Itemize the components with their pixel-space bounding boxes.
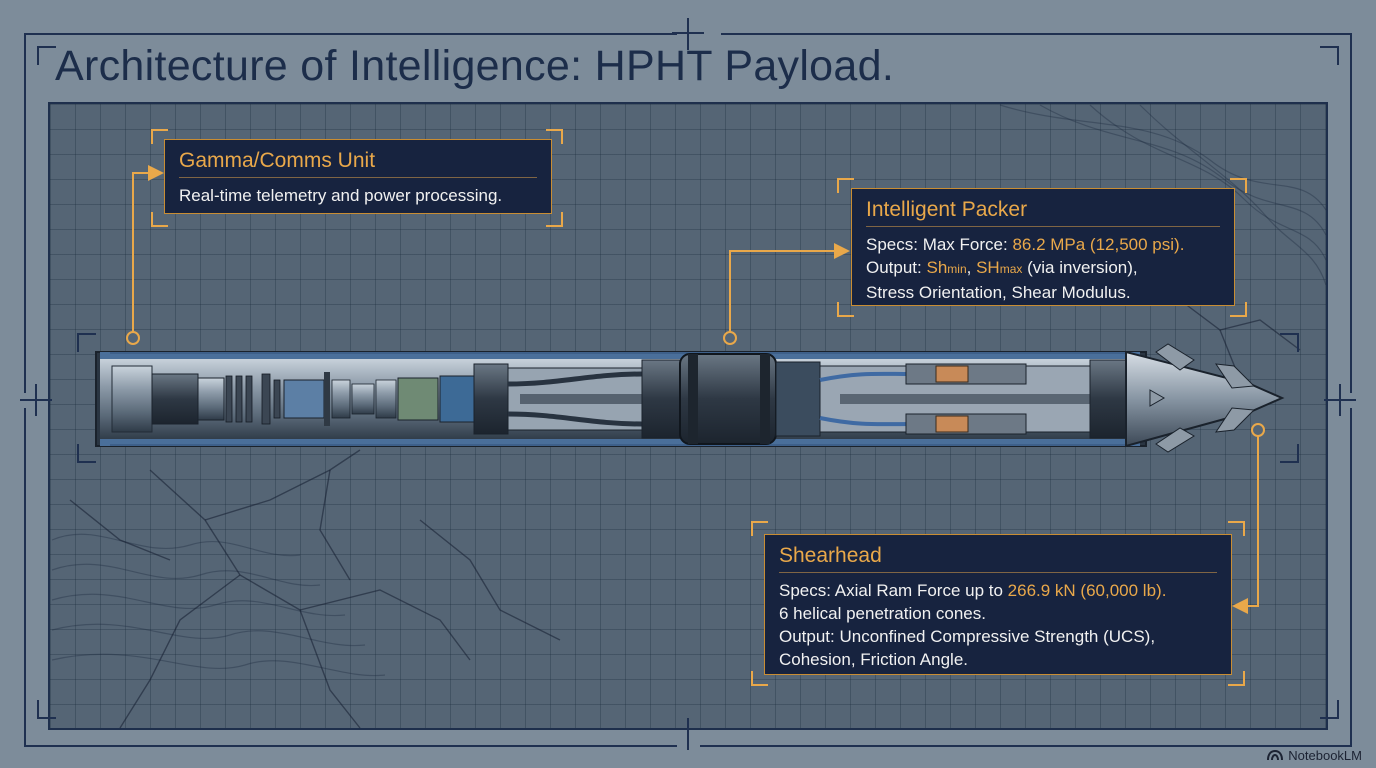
packer-output-label: Output: — [866, 258, 927, 277]
shearhead-divider — [779, 572, 1217, 573]
frame-corner-brackets — [37, 46, 1339, 719]
crosshair-marks — [20, 18, 1356, 750]
sh-max-label: SHmax — [976, 258, 1022, 277]
sh-max-symbol: SH — [976, 258, 1000, 277]
shearhead-specs-label: Specs: Axial Ram Force up to — [779, 581, 1008, 600]
packer-specs-line: Specs: Max Force: 86.2 MPa (12,500 psi). — [866, 233, 1220, 256]
anchor-points — [126, 331, 1265, 437]
shearhead-specs-line: Specs: Axial Ram Force up to 266.9 kN (6… — [779, 579, 1217, 602]
shearhead-ram-force-value: 266.9 kN (60,000 lb). — [1007, 581, 1167, 600]
notebooklm-watermark: NotebookLM — [1267, 748, 1362, 763]
gamma-comms-heading: Gamma/Comms Unit — [179, 149, 376, 172]
frame-left-line — [24, 33, 26, 393]
frame-left-line-lower — [24, 408, 26, 746]
packer-output-suffix: (via inversion), — [1022, 258, 1138, 277]
gamma-comms-callout: Gamma/Comms Unit Real-time telemetry and… — [164, 139, 552, 214]
shearhead-callout: Shearhead Specs: Axial Ram Force up to 2… — [764, 534, 1232, 675]
sh-min-subscript: min — [947, 262, 967, 276]
gamma-comms-body: Real-time telemetry and power processing… — [179, 186, 503, 205]
frame-right-line-lower — [1350, 408, 1352, 746]
page-title: Architecture of Intelligence: HPHT Paylo… — [55, 42, 895, 90]
sh-min-label: Shmin — [926, 258, 966, 277]
packer-output-line: Output: Shmin, SHmax (via inversion), — [866, 256, 1220, 281]
frame-bottom-left-line — [24, 745, 677, 747]
sh-max-subscript: max — [999, 262, 1023, 276]
packer-max-force-value: 86.2 MPa (12,500 psi). — [1012, 235, 1185, 254]
packer-divider — [866, 226, 1220, 227]
shearhead-output-line-2: Cohesion, Friction Angle. — [779, 650, 968, 669]
frame-top-left-line — [24, 33, 677, 35]
tool-frame-brackets — [77, 333, 1299, 463]
shearhead-heading: Shearhead — [779, 544, 882, 567]
packer-heading: Intelligent Packer — [866, 198, 1028, 221]
frame-right-line — [1350, 33, 1352, 393]
contour-lines — [51, 104, 1327, 677]
leader-lines — [132, 165, 1259, 614]
callout-brackets — [151, 129, 1247, 686]
sh-min-symbol: Sh — [926, 258, 948, 277]
brand-label: NotebookLM — [1288, 748, 1362, 763]
packer-specs-label: Specs: Max Force: — [866, 235, 1013, 254]
gamma-comms-divider — [179, 177, 537, 178]
intelligent-packer-callout: Intelligent Packer Specs: Max Force: 86.… — [851, 188, 1235, 306]
frame-bottom-right-line — [700, 745, 1352, 747]
hpht-payload-tool — [95, 343, 1285, 453]
output-separator: , — [966, 258, 977, 277]
packer-output-line-2: Stress Orientation, Shear Modulus. — [866, 283, 1131, 302]
notebooklm-logo-icon — [1267, 750, 1284, 761]
frame-top-right-line — [721, 33, 1352, 35]
shearhead-output-line: Output: Unconfined Compressive Strength … — [779, 627, 1156, 646]
shearhead-cones-line: 6 helical penetration cones. — [779, 604, 986, 623]
